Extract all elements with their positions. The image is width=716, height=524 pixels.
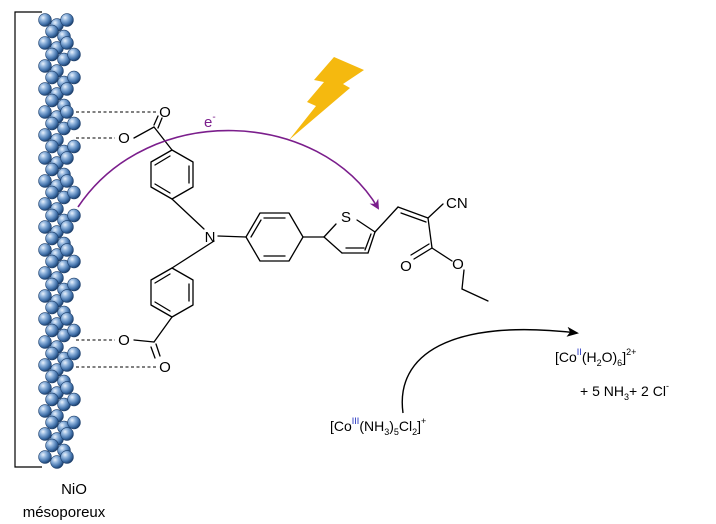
nio-bead — [67, 208, 81, 223]
atom-oxygen-ester-carbonyl: O — [400, 258, 412, 275]
nio-bead — [38, 36, 52, 50]
electron-label: e- — [204, 112, 216, 131]
nio-bead — [45, 346, 59, 361]
anchoring-bonds — [76, 111, 158, 368]
nio-bead — [67, 47, 81, 62]
nio-bead — [38, 13, 52, 27]
nio-bead — [38, 312, 52, 326]
nio-bead — [60, 243, 74, 257]
nio-bead — [38, 404, 52, 418]
nio-bead — [60, 151, 74, 165]
reaction-byproducts: + 5 NH3+ 2 Cl- — [580, 381, 669, 402]
phenyl-ring-top — [150, 149, 194, 200]
nio-bead — [60, 289, 74, 303]
nio-bead — [60, 450, 74, 464]
nio-bead — [38, 105, 52, 119]
nio-bead — [38, 82, 52, 96]
atom-nitrogen: N — [205, 229, 216, 246]
nio-bead — [67, 70, 81, 85]
nio-bead — [45, 116, 59, 131]
nio-bead — [60, 312, 74, 326]
nio-bead — [38, 197, 52, 211]
nio-bead — [45, 369, 59, 384]
nio-label: NiO — [61, 481, 87, 498]
dye-molecule — [133, 115, 489, 359]
electron-transfer-arrow — [77, 129, 380, 210]
nio-bead — [67, 346, 81, 361]
lightning-icon — [289, 57, 364, 140]
nio-bead — [38, 427, 52, 441]
nio-bead — [45, 24, 59, 39]
nio-bead — [60, 82, 74, 96]
nio-bead — [45, 70, 59, 85]
nio-bead — [38, 266, 52, 280]
nio-bead — [38, 289, 52, 303]
nio-bead — [60, 358, 74, 372]
nio-bead-layer — [38, 13, 81, 469]
nio-bead — [38, 450, 52, 464]
nio-bead — [45, 300, 59, 315]
nio-bead — [38, 151, 52, 165]
nio-bead — [67, 323, 81, 338]
nio-bead — [60, 381, 74, 395]
nio-bead — [45, 93, 59, 108]
nio-bead — [38, 128, 52, 142]
nio-bead — [67, 277, 81, 292]
atom-oxygen-top-anchor: O — [118, 130, 130, 147]
cobalt-product: [CoII(H2O)6]2+ — [555, 347, 636, 368]
nio-bead — [60, 220, 74, 234]
nio-bead — [38, 220, 52, 234]
nio-bead — [45, 231, 59, 246]
nio-bead — [45, 162, 59, 177]
nio-bead — [45, 415, 59, 430]
nio-bead — [45, 277, 59, 292]
mesoporous-label: mésoporeux — [23, 504, 106, 521]
nio-bead — [38, 381, 52, 395]
nio-bead — [67, 415, 81, 430]
nio-bead — [45, 323, 59, 338]
phenyl-ring-center — [245, 212, 304, 262]
atom-oxygen-ester: O — [452, 256, 464, 273]
nio-bead — [38, 174, 52, 188]
nio-bead — [45, 254, 59, 269]
cobalt-reactant: [CoIII(NH3)5Cl2]+ — [330, 416, 426, 437]
nio-bead — [45, 438, 59, 453]
nio-bead — [45, 185, 59, 200]
nio-bead — [45, 392, 59, 407]
electrode-bracket — [14, 11, 42, 468]
nio-bead — [60, 13, 74, 27]
atom-labels: O O N O O S CN O O — [118, 104, 468, 376]
nio-bead — [60, 427, 74, 441]
nio-bead — [67, 392, 81, 407]
atom-sulfur: S — [341, 209, 351, 226]
atom-oxygen-top-carbonyl: O — [159, 104, 171, 121]
nio-bead — [38, 59, 52, 73]
nio-bead — [67, 254, 81, 269]
nio-bead — [38, 358, 52, 372]
nio-bead — [45, 139, 59, 154]
phenyl-ring-bottom — [150, 267, 194, 318]
nio-bead — [67, 185, 81, 200]
cyano-group: CN — [446, 195, 468, 212]
nio-bead — [45, 208, 59, 223]
atom-oxygen-bottom-anchor: O — [118, 332, 130, 349]
nio-bead — [38, 243, 52, 257]
nio-bead — [67, 139, 81, 154]
atom-oxygen-bottom-carbonyl: O — [159, 359, 171, 376]
nio-bead — [67, 116, 81, 131]
nio-bead — [38, 335, 52, 349]
nio-bead — [60, 36, 74, 50]
nio-bead — [60, 174, 74, 188]
nio-bead — [45, 47, 59, 62]
cobalt-reaction-arrow — [401, 326, 579, 414]
nio-bead — [60, 105, 74, 119]
